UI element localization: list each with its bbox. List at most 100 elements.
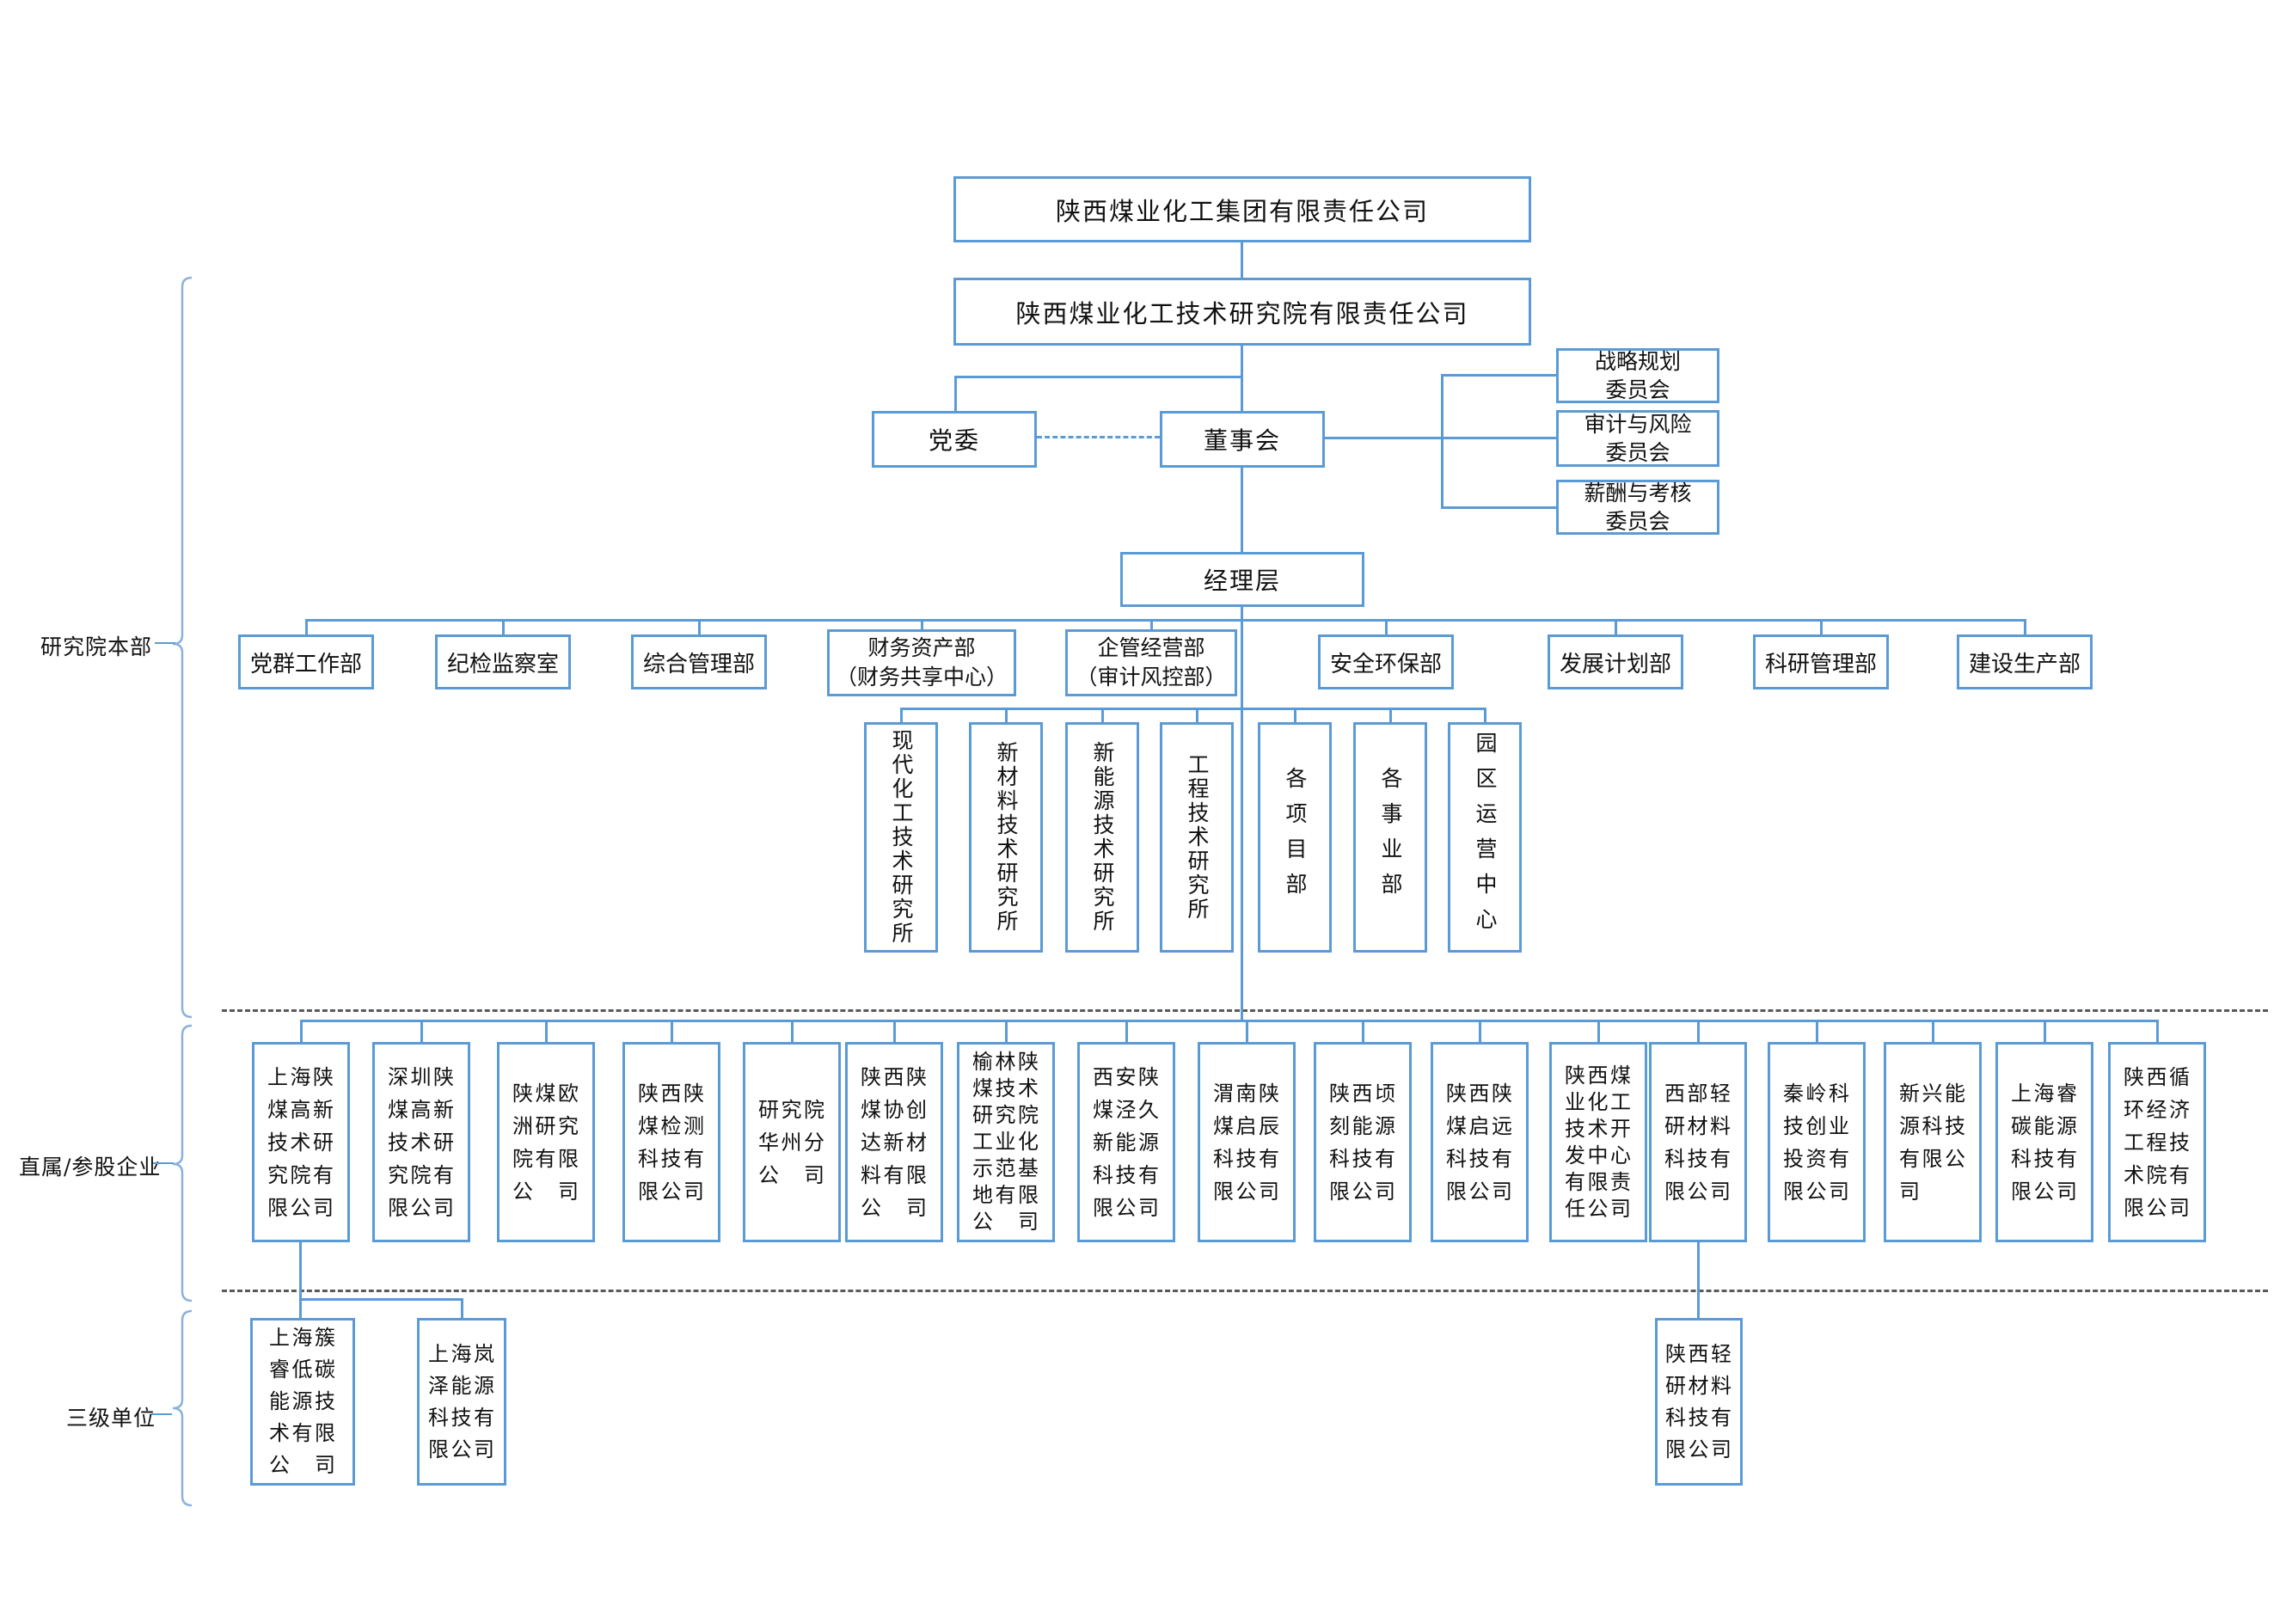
company-box: 陕西陕煤检测科技有限公司 [622,1042,720,1242]
institute-box: 工程技术研究所 [1160,722,1234,953]
connector-line [1005,1020,1008,1042]
connector-line [900,708,903,724]
connector-line [893,1020,896,1042]
company-name: 陕西循环经济工程技术院有限公司 [2124,1064,2191,1220]
connector-line [420,1020,423,1042]
party-board-dashed-connector [1037,436,1160,438]
company-name: 陕西煤业化工技术开发中心有限责任公司 [1565,1063,1632,1221]
connector-line [1816,1020,1818,1042]
connector-line [698,619,701,634]
connector-line [1441,374,1556,377]
connector-line [1101,708,1104,724]
section-bracket-headquarters [172,276,193,1019]
connector-line [301,1020,2159,1022]
company-name: 深圳陕煤高新技术研究院有限公司 [388,1064,455,1220]
subsidiary-name: 上海岚泽能源科技有限公司 [428,1341,495,1462]
company-box: 渭南陕煤启辰科技有限公司 [1198,1042,1296,1242]
connector-line [1125,1020,1128,1042]
connector-line [151,1413,172,1415]
connector-line [306,619,2026,622]
connector-line [1697,1020,1700,1042]
company-name: 渭南陕煤启辰科技有限公司 [1213,1081,1280,1204]
connector-line [1932,1020,1934,1042]
company-box: 秦岭科技创业投资有限公司 [1768,1042,1866,1242]
department-box: 纪检监察室 [435,634,571,689]
company-name: 研究院华州分公司 [758,1097,825,1187]
strategy-planning-committee-box: 战略规划 委员会 [1556,348,1719,403]
company-box: 陕西陕煤启远科技有限公司 [1431,1042,1529,1242]
connector-line [1615,619,1617,634]
connector-line [461,1298,463,1320]
board-of-directors-box: 董事会 [1160,411,1325,468]
institute-box: 园区运营中心 [1448,722,1522,953]
company-name: 陕西陕煤检测科技有限公司 [638,1081,705,1204]
connector-line [502,619,505,634]
company-box: 西安陕煤泾久新能源科技有限公司 [1077,1042,1175,1242]
research-institute-company-box: 陕西煤业化工技术研究院有限责任公司 [953,278,1531,346]
connector-line [1441,506,1556,509]
connector-line [671,1020,673,1042]
company-box: 深圳陕煤高新技术研究院有限公司 [372,1042,470,1242]
connector-line [901,708,1486,710]
connector-line [1150,619,1153,629]
connector-line [1005,708,1008,724]
section-bracket-direct-companies [172,1024,193,1302]
subsidiary-box: 上海岚泽能源科技有限公司 [417,1318,506,1486]
department-box: 建设生产部 [1957,634,2093,689]
management-level-box: 经理层 [1120,552,1364,607]
section-bracket-third-level-units [172,1309,193,1507]
company-name: 榆林陕煤技术研究院工业化示范基地有限公司 [972,1050,1039,1234]
company-box: 研究院华州分公司 [743,1042,841,1242]
company-box: 西部轻研材料科技有限公司 [1649,1042,1747,1242]
institute-box: 现代化工技术研究所 [864,722,938,953]
compensation-assessment-committee-box: 薪酬与考核 委员会 [1556,480,1719,535]
connector-line [954,376,957,413]
connector-line [1479,1020,1481,1042]
company-name: 上海陕煤高新技术研究院有限公司 [267,1064,334,1220]
department-box: 发展计划部 [1548,634,1683,689]
institute-box: 新能源技术研究所 [1065,722,1139,953]
connector-line [1241,346,1243,413]
connector-line [954,376,1243,378]
separator-headquarters-companies [222,1009,2268,1012]
connector-line [1246,1020,1248,1042]
connector-line [1820,619,1823,634]
subsidiary-box: 陕西轻研材料科技有限公司 [1655,1318,1743,1486]
connector-line [1484,708,1486,724]
section-label-headquarters: 研究院本部 [40,634,153,659]
connector-line [1389,708,1392,724]
institute-box: 各事业部 [1353,722,1427,953]
subsidiary-name: 上海簇睿低碳能源技术有限公司 [269,1326,336,1477]
company-name: 西部轻研材料科技有限公司 [1664,1081,1732,1204]
company-box: 陕西顷刻能源科技有限公司 [1314,1042,1412,1242]
company-box: 上海陕煤高新技术研究院有限公司 [252,1042,350,1242]
connector-line [299,1242,302,1320]
subsidiary-box: 上海簇睿低碳能源技术有限公司 [250,1318,355,1486]
connector-line [921,619,923,629]
section-label-third-level-units: 三级单位 [66,1406,156,1431]
company-name: 上海睿碳能源科技有限公司 [2011,1081,2078,1204]
connector-line [1697,1242,1700,1320]
company-box: 榆林陕煤技术研究院工业化示范基地有限公司 [957,1042,1055,1242]
audit-risk-committee-box: 审计与风险 委员会 [1556,410,1719,467]
connector-line [1196,708,1198,724]
connector-line [300,1020,303,1042]
connector-line [1241,619,1243,1021]
company-box: 上海睿碳能源科技有限公司 [1995,1042,2093,1242]
company-name: 陕西陕煤协创达新材料有限公司 [861,1064,928,1220]
connector-line [2044,1020,2046,1042]
department-box: 综合管理部 [631,634,767,689]
institute-box: 新材料技术研究所 [969,722,1043,953]
connector-line [153,1162,174,1164]
department-box: 党群工作部 [238,634,374,689]
department-box: 企管经营部 （审计风控部） [1065,629,1237,696]
connector-line [791,1020,794,1042]
connector-line [1241,468,1243,552]
subsidiary-name: 陕西轻研材料科技有限公司 [1665,1341,1732,1462]
company-box: 陕煤欧洲研究院有限公司 [497,1042,595,1242]
connector-line [1597,1020,1600,1042]
connector-line [1362,1020,1364,1042]
company-name: 陕西顷刻能源科技有限公司 [1329,1081,1396,1204]
connector-line [1241,607,1243,621]
